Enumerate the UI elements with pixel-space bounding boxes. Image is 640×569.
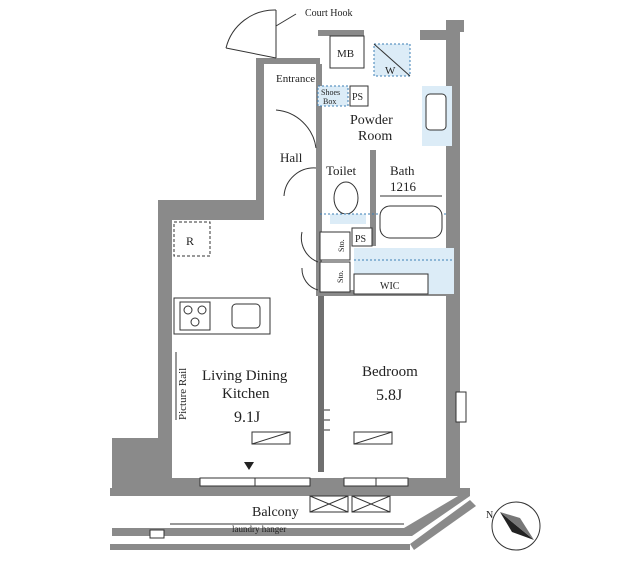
compass-icon [491,501,541,551]
powder-room-label-2: Room [358,129,392,144]
sto-2-label: Sto. [336,270,345,283]
ldk-size: 9.1J [234,409,260,426]
sto-2-box [319,261,351,293]
north-label: N [486,510,493,521]
ldk-label-1: Living Dining [202,368,288,384]
powder-room-label-1: Powder [350,113,393,128]
bath-label-1: Bath [390,163,415,178]
sliding-doors [199,477,409,487]
bedroom-size: 5.8J [376,387,402,404]
sto-1-label: Sto. [337,239,346,252]
hall-door [283,167,317,197]
bedroom-aircon [353,431,393,445]
toilet-label: Toilet [326,163,357,178]
shoes-box-label-1: Shoes [321,88,340,97]
w-label: W [385,65,396,77]
ldk-aircon [251,431,291,445]
bath-label-2: 1216 [390,179,417,194]
ldk-entry-marker [244,462,254,470]
court-hook-door [225,9,297,59]
bathtub [379,205,443,239]
laundry-hanger-label: laundry hanger [232,524,286,534]
ps-upper-label: PS [352,92,363,103]
ldk-label-2: Kitchen [222,386,270,402]
mb-box [329,35,365,69]
washbasin [425,93,447,131]
sink [231,303,261,329]
sto-1-box [319,231,351,261]
mb-label: MB [337,48,354,60]
court-hook-label: Court Hook [305,8,353,19]
picture-rail-label: Picture Rail [177,368,189,420]
outdoor-units [309,495,391,513]
window-right [455,391,467,423]
shoes-box-label-2: Box [323,97,336,106]
stove-icon [179,301,211,331]
ps-lower-label: PS [355,234,366,245]
r-label: R [186,234,194,248]
ps-lower-box [351,227,373,247]
entrance-label: Entrance [276,73,315,85]
wic-label: WIC [380,281,400,292]
refrigerator-space [173,221,211,257]
wic-box [353,273,429,295]
ps-upper-box [349,85,369,107]
hall-label: Hall [280,150,303,165]
toilet-tank [330,214,366,224]
entrance-door [275,109,317,149]
storage-door [300,231,319,291]
shoes-box [318,86,348,106]
bedroom-label: Bedroom [362,364,418,380]
toilet-bowl [333,181,359,215]
balcony-label: Balcony [252,505,299,520]
